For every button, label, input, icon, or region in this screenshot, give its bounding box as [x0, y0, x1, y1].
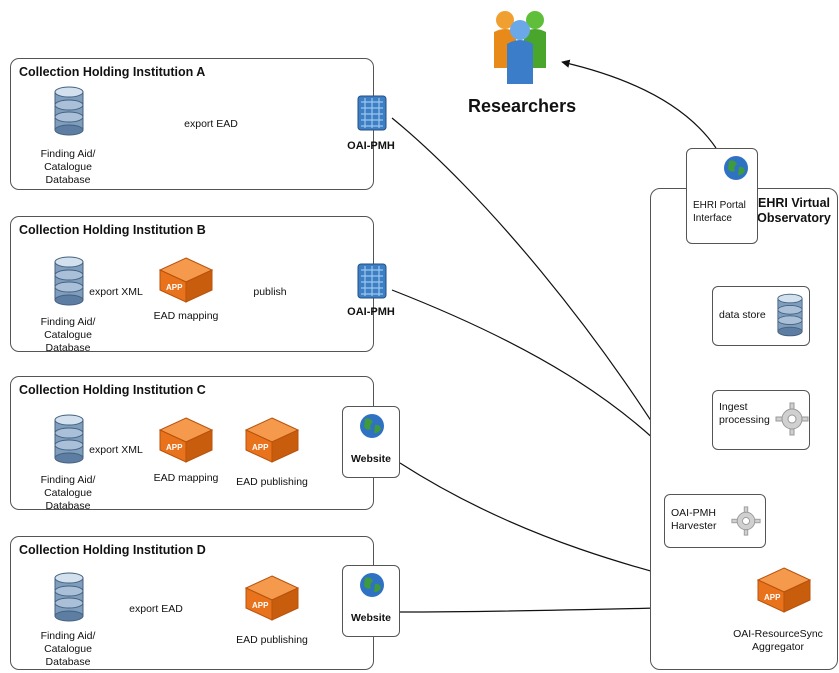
globe-icon — [360, 573, 384, 597]
institution-c-app2-label: EAD publishing — [236, 476, 308, 488]
database-icon — [54, 414, 84, 464]
svg-text:APP: APP — [764, 593, 781, 602]
institution-b-oai-label: OAI-PMH — [347, 306, 395, 318]
institution-c-edge-export: export XML — [89, 444, 143, 456]
gear-icon — [731, 506, 761, 536]
app-cube-icon: APP — [158, 417, 214, 463]
institution-d-website: Website — [342, 565, 400, 637]
svg-text:APP: APP — [166, 283, 183, 292]
harvester-label: OAI-PMH Harvester — [671, 507, 717, 532]
institution-d-website-label: Website — [350, 612, 392, 624]
ingest-label: Ingest processing — [719, 401, 770, 426]
app-cube-icon: APP — [756, 567, 812, 613]
institution-c-website-label: Website — [350, 453, 392, 465]
globe-icon — [724, 156, 748, 180]
institution-c-title: Collection Holding Institution C — [19, 383, 206, 397]
institution-d-app-label: EAD publishing — [236, 634, 308, 646]
svg-text:APP: APP — [252, 601, 269, 610]
institution-d-db-label: Finding Aid/ Catalogue Database — [40, 630, 96, 668]
observatory-title: EHRI Virtual Observatory — [757, 196, 831, 225]
data-store-label: data store — [719, 309, 766, 321]
gear-icon — [775, 402, 809, 436]
aggregator-label: OAI-ResourceSync Aggregator — [733, 628, 823, 653]
arrow-portal-researchers — [561, 59, 717, 149]
app-cube-icon: APP — [158, 257, 214, 303]
institution-a-db-label: Finding Aid/ Catalogue Database — [40, 148, 96, 186]
database-icon — [54, 256, 84, 306]
institution-b-edge-export: export XML — [89, 286, 143, 298]
institution-d-title: Collection Holding Institution D — [19, 543, 206, 557]
institution-c-website: Website — [342, 406, 400, 478]
app-cube-icon: APP — [244, 575, 300, 621]
institution-a-title: Collection Holding Institution A — [19, 65, 206, 79]
portal-label: EHRI Portal Interface — [693, 200, 746, 224]
institution-a-oai-label: OAI-PMH — [347, 140, 395, 152]
database-icon — [777, 293, 803, 337]
ingest-box: Ingest processing — [712, 390, 810, 450]
harvester-box: OAI-PMH Harvester — [664, 494, 766, 548]
institution-c-app1-label: EAD mapping — [153, 472, 219, 484]
database-icon — [54, 572, 84, 622]
researchers-label: Researchers — [468, 96, 577, 116]
institution-b-title: Collection Holding Institution B — [19, 223, 206, 237]
institution-a-edge-label: export EAD — [184, 118, 238, 130]
arrow-a-to-harvester — [391, 117, 695, 491]
database-icon — [54, 86, 84, 136]
institution-b-app-label: EAD mapping — [153, 310, 219, 322]
data-store-box: data store — [712, 286, 810, 346]
institution-b-db-label: Finding Aid/ Catalogue Database — [40, 316, 96, 354]
globe-icon — [360, 414, 384, 438]
institution-c-db-label: Finding Aid/ Catalogue Database — [40, 474, 96, 512]
institution-d-edge-export: export EAD — [129, 603, 183, 615]
app-cube-icon: APP — [244, 417, 300, 463]
oai-pmh-icon — [357, 95, 387, 131]
institution-b-edge-publish: publish — [253, 286, 287, 298]
oai-pmh-icon — [357, 263, 387, 299]
researchers-people-icon — [494, 11, 546, 84]
portal-box: EHRI Portal Interface — [686, 148, 758, 244]
svg-text:APP: APP — [252, 443, 269, 452]
svg-text:APP: APP — [166, 443, 183, 452]
